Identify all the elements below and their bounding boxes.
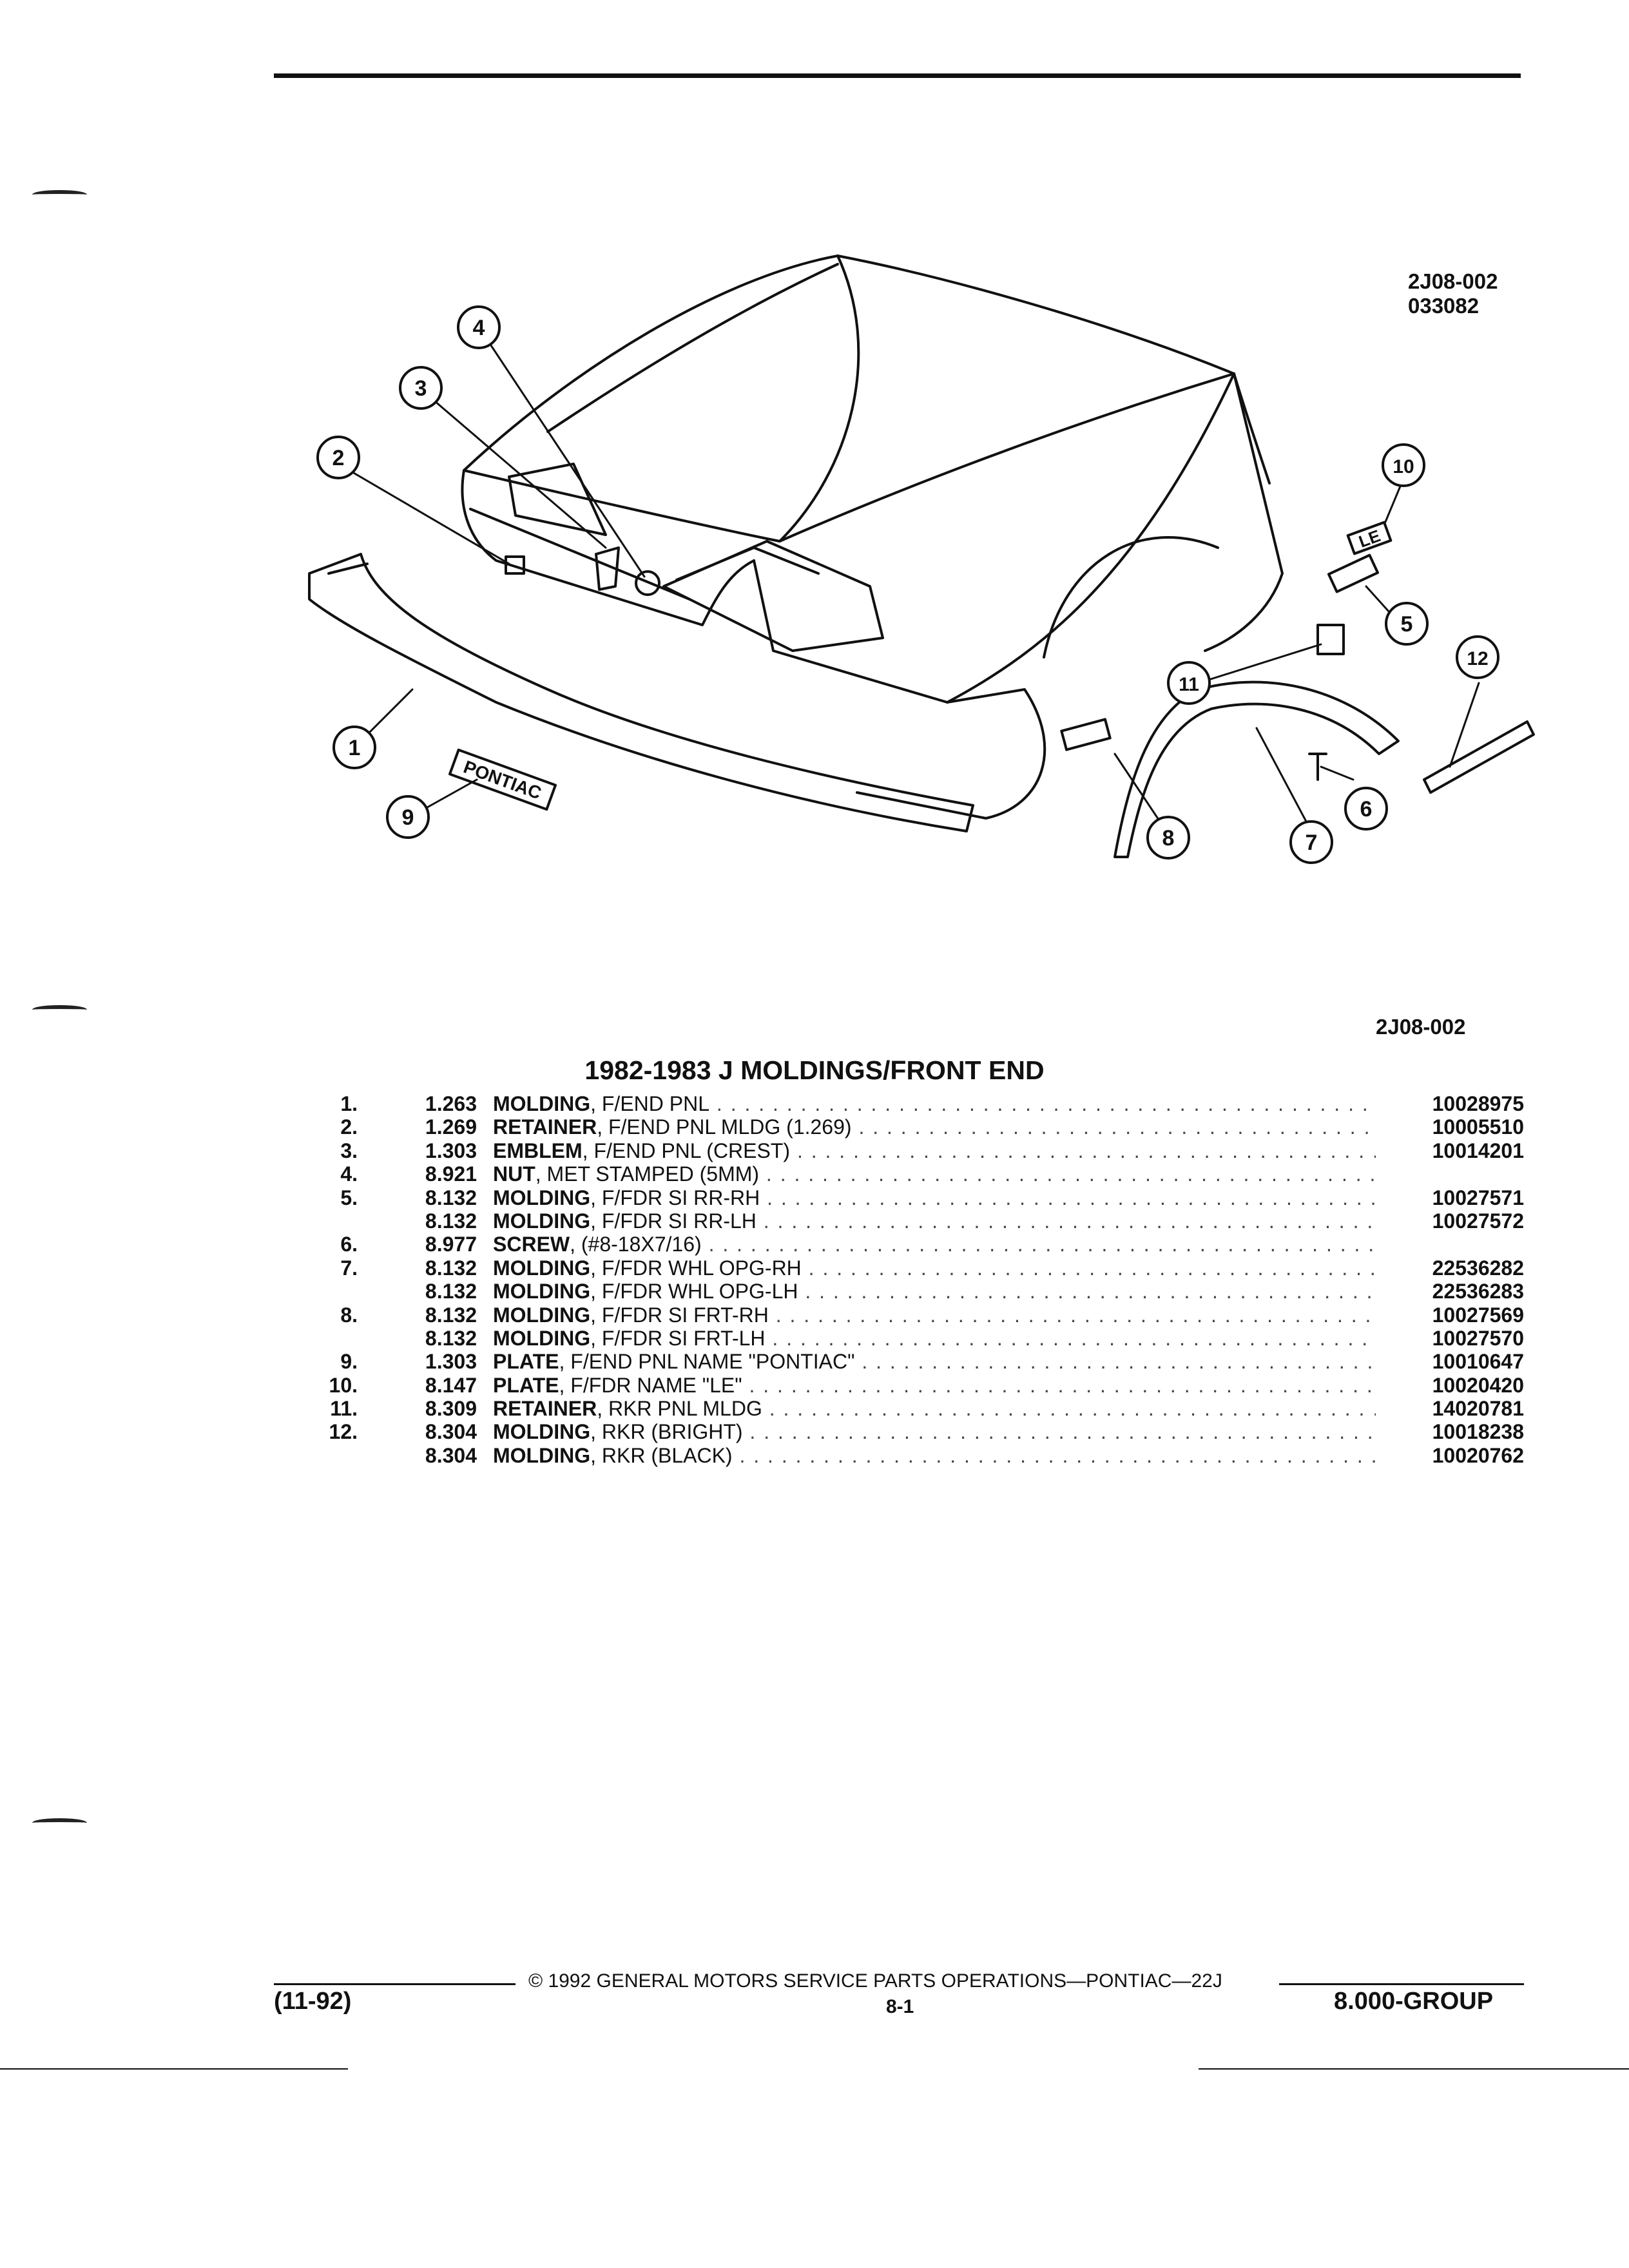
- footer-group: 8.000-GROUP: [1334, 1988, 1494, 2015]
- leader-lines: [337, 331, 1480, 832]
- footer-rule-right: [1279, 1983, 1524, 1985]
- pontiac-plate-text: PONTIAC: [461, 756, 544, 803]
- svg-text:2: 2: [333, 446, 345, 470]
- le-name-plate: LE: [1346, 521, 1393, 555]
- top-rule: [274, 73, 1521, 78]
- callout-7: 7: [1289, 820, 1333, 864]
- callout-8: 8: [1146, 816, 1190, 860]
- svg-text:5: 5: [1401, 612, 1413, 637]
- callout-11: 11: [1167, 661, 1211, 705]
- footer-date: (11-92): [274, 1988, 352, 2015]
- footer-copyright: © 1992 GENERAL MOTORS SERVICE PARTS OPER…: [528, 1970, 1222, 1992]
- hood-outline: [463, 255, 1271, 543]
- fender-outline: [856, 372, 1284, 820]
- bottom-rule-right: [1199, 2068, 1629, 2070]
- callout-9: 9: [386, 795, 430, 839]
- callout-2: 2: [316, 436, 360, 479]
- bottom-rule-left: [0, 2068, 348, 2070]
- binder-mark: [32, 1818, 87, 1827]
- svg-text:11: 11: [1179, 674, 1199, 695]
- svg-text:3: 3: [415, 376, 427, 401]
- wheel-opening-molding: [1113, 680, 1400, 858]
- front-end-panel-molding: [308, 553, 974, 832]
- callout-3: 3: [399, 366, 443, 410]
- binder-mark: [32, 190, 87, 199]
- screw: [1308, 753, 1327, 781]
- svg-text:7: 7: [1306, 831, 1318, 855]
- svg-text:8: 8: [1162, 826, 1175, 850]
- pontiac-name-plate: PONTIAC: [448, 748, 557, 811]
- panel-molding-retainer: [505, 555, 525, 575]
- fender-side-rear-molding: [1327, 553, 1380, 593]
- svg-text:12: 12: [1467, 648, 1488, 669]
- fender-side-front-molding: [1060, 718, 1112, 751]
- footer-rule-left: [274, 1983, 516, 1985]
- callout-1: 1: [333, 726, 376, 769]
- drawing-code-date: 033082: [1408, 294, 1480, 318]
- binder-mark: [32, 1005, 87, 1014]
- svg-text:9: 9: [402, 805, 414, 830]
- drawing-code: 2J08-002 033082: [1408, 269, 1498, 318]
- nut: [635, 570, 660, 596]
- svg-text:10: 10: [1393, 456, 1414, 477]
- rocker-retainer: [1316, 624, 1345, 655]
- drawing-code-number: 2J08-002: [1408, 269, 1498, 293]
- figure-caption-code: 2J08-002: [1376, 1015, 1466, 1039]
- rocker-molding: [1423, 720, 1535, 794]
- callout-5: 5: [1385, 602, 1429, 646]
- svg-text:4: 4: [473, 316, 485, 340]
- footer-page-number: 8-1: [886, 1996, 914, 2017]
- svg-text:6: 6: [1360, 797, 1373, 822]
- parts-list-title: 1982-1983 J MOLDINGS/FRONT END: [584, 1055, 1045, 1085]
- callout-4: 4: [457, 305, 501, 349]
- svg-text:1: 1: [349, 736, 361, 760]
- crest-emblem: [595, 546, 620, 591]
- callout-12: 12: [1456, 635, 1499, 679]
- exploded-view-diagram: PONTIAC LE 1 2 3 4 5 6 7 8 9 10 11 12: [308, 255, 1535, 864]
- callout-6: 6: [1344, 787, 1388, 831]
- callout-10: 10: [1382, 443, 1425, 487]
- front-panel-outline: [461, 463, 949, 704]
